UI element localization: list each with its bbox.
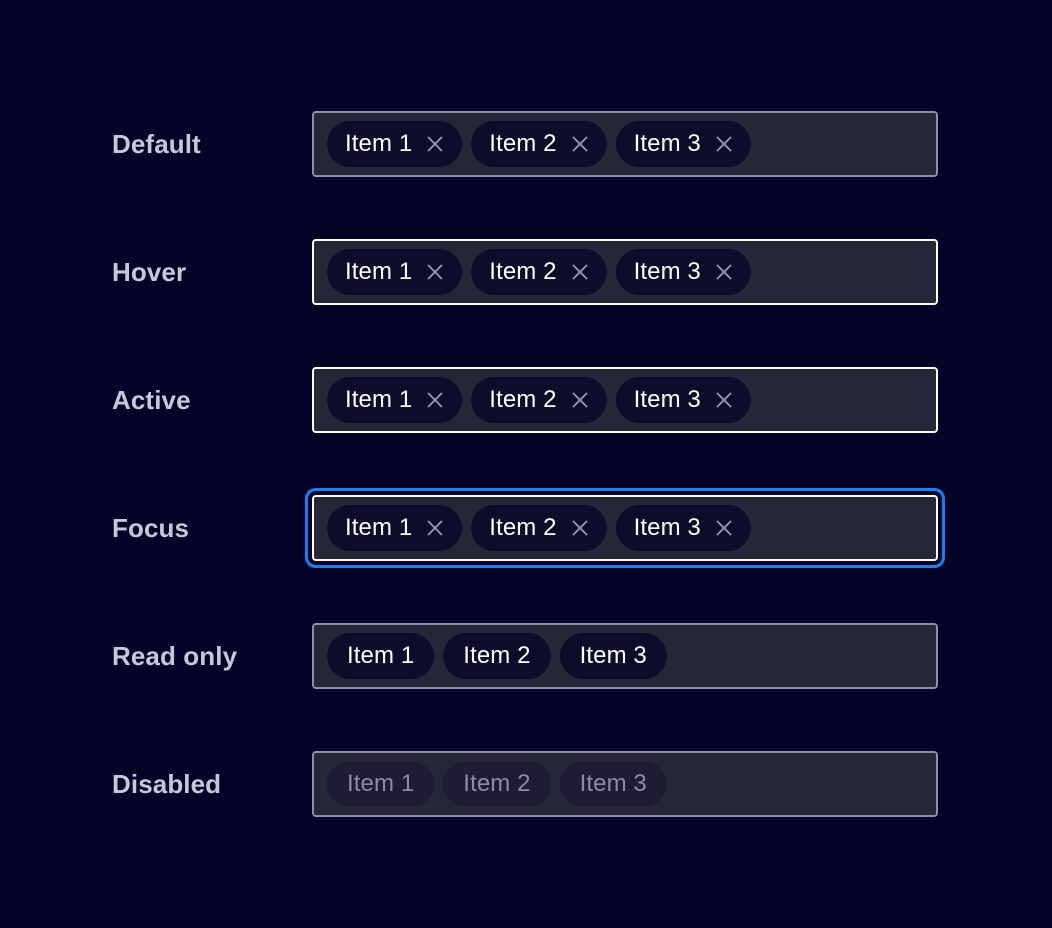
chip-label: Item 3 bbox=[633, 130, 701, 157]
field-wrapper-readonly: Item 1 Item 2 Item 3 bbox=[312, 623, 938, 689]
close-icon[interactable] bbox=[715, 135, 733, 153]
chip-label: Item 2 bbox=[489, 258, 557, 285]
chip: Item 1 bbox=[327, 761, 435, 807]
chip-label: Item 2 bbox=[489, 514, 557, 541]
state-row-focus: Focus Item 1 Item 2 Item 3 bbox=[0, 495, 1052, 561]
chip-label: Item 3 bbox=[633, 514, 701, 541]
chips-input-hover[interactable]: Item 1 Item 2 Item 3 bbox=[312, 239, 938, 305]
chip[interactable]: Item 1 bbox=[327, 505, 463, 551]
close-icon[interactable] bbox=[715, 391, 733, 409]
state-label-disabled: Disabled bbox=[112, 768, 222, 799]
chip: Item 3 bbox=[559, 761, 667, 807]
close-icon[interactable] bbox=[571, 391, 589, 409]
chips-input-active[interactable]: Item 1 Item 2 Item 3 bbox=[312, 367, 938, 433]
chip: Item 3 bbox=[559, 633, 667, 679]
chip[interactable]: Item 3 bbox=[615, 121, 751, 167]
state-label-active: Active bbox=[112, 384, 191, 415]
chip-label: Item 1 bbox=[345, 130, 413, 157]
field-wrapper-active: Item 1 Item 2 Item 3 bbox=[312, 367, 938, 433]
close-icon[interactable] bbox=[426, 135, 444, 153]
chip: Item 1 bbox=[327, 633, 435, 679]
chip[interactable]: Item 3 bbox=[615, 505, 751, 551]
close-icon[interactable] bbox=[426, 263, 444, 281]
state-row-disabled: Disabled Item 1 Item 2 Item 3 bbox=[0, 751, 1052, 817]
chips-input-focus[interactable]: Item 1 Item 2 Item 3 bbox=[312, 495, 938, 561]
chip[interactable]: Item 2 bbox=[471, 377, 607, 423]
field-wrapper-hover: Item 1 Item 2 Item 3 bbox=[312, 239, 938, 305]
field-wrapper-disabled: Item 1 Item 2 Item 3 bbox=[312, 751, 938, 817]
chips-input-disabled: Item 1 Item 2 Item 3 bbox=[312, 751, 938, 817]
state-row-default: Default Item 1 Item 2 Item 3 bbox=[0, 111, 1052, 177]
close-icon[interactable] bbox=[571, 135, 589, 153]
chip-label: Item 1 bbox=[345, 386, 413, 413]
chip-label: Item 2 bbox=[489, 130, 557, 157]
chip: Item 2 bbox=[443, 761, 551, 807]
field-wrapper-default: Item 1 Item 2 Item 3 bbox=[312, 111, 938, 177]
chip[interactable]: Item 3 bbox=[615, 249, 751, 295]
state-row-readonly: Read only Item 1 Item 2 Item 3 bbox=[0, 623, 1052, 689]
state-label-default: Default bbox=[112, 128, 201, 159]
state-label-focus: Focus bbox=[112, 512, 190, 543]
chip-label: Item 1 bbox=[347, 642, 415, 669]
chip[interactable]: Item 1 bbox=[327, 121, 463, 167]
chip-label: Item 2 bbox=[463, 770, 531, 797]
close-icon[interactable] bbox=[426, 519, 444, 537]
close-icon[interactable] bbox=[715, 519, 733, 537]
chip-label: Item 1 bbox=[345, 514, 413, 541]
field-wrapper-focus: Item 1 Item 2 Item 3 bbox=[312, 495, 938, 561]
chip-label: Item 3 bbox=[579, 642, 647, 669]
chip-label: Item 3 bbox=[579, 770, 647, 797]
state-label-readonly: Read only bbox=[112, 640, 238, 671]
chip-label: Item 2 bbox=[489, 386, 557, 413]
chip[interactable]: Item 3 bbox=[615, 377, 751, 423]
close-icon[interactable] bbox=[715, 263, 733, 281]
chips-input-default[interactable]: Item 1 Item 2 Item 3 bbox=[312, 111, 938, 177]
state-row-hover: Hover Item 1 Item 2 Item 3 bbox=[0, 239, 1052, 305]
chip[interactable]: Item 2 bbox=[471, 505, 607, 551]
chip[interactable]: Item 1 bbox=[327, 377, 463, 423]
state-row-active: Active Item 1 Item 2 Item 3 bbox=[0, 367, 1052, 433]
chip-label: Item 1 bbox=[345, 258, 413, 285]
chip-label: Item 2 bbox=[463, 642, 531, 669]
state-label-hover: Hover bbox=[112, 256, 187, 287]
chip: Item 2 bbox=[443, 633, 551, 679]
chip-label: Item 3 bbox=[633, 386, 701, 413]
chips-input-readonly[interactable]: Item 1 Item 2 Item 3 bbox=[312, 623, 938, 689]
chip[interactable]: Item 2 bbox=[471, 249, 607, 295]
chip-label: Item 3 bbox=[633, 258, 701, 285]
close-icon[interactable] bbox=[426, 391, 444, 409]
chip[interactable]: Item 1 bbox=[327, 249, 463, 295]
chip-label: Item 1 bbox=[347, 770, 415, 797]
close-icon[interactable] bbox=[571, 519, 589, 537]
close-icon[interactable] bbox=[571, 263, 589, 281]
chip[interactable]: Item 2 bbox=[471, 121, 607, 167]
